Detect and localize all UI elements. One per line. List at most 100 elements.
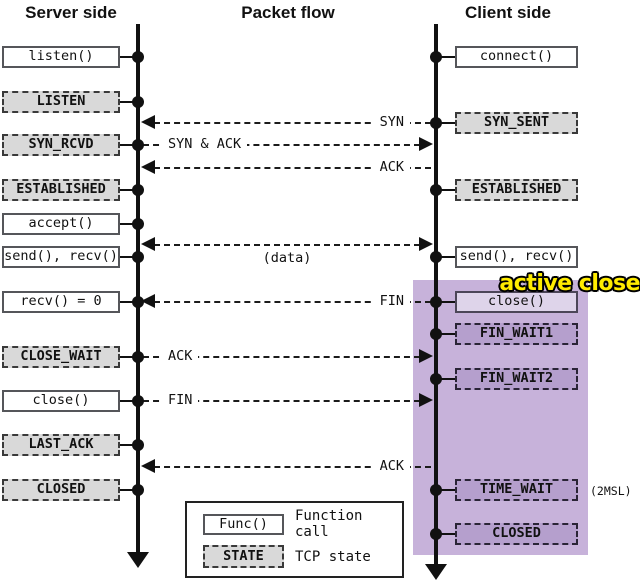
- packet-arrow-data-3-line: [154, 244, 420, 246]
- server-listen-connector: [118, 56, 138, 58]
- active-close-region: [413, 280, 588, 555]
- packet-arrow-syn-0-head-left-icon: [141, 115, 155, 129]
- legend-func-sample-box: Func(): [203, 514, 284, 535]
- client-connect-box: connect(): [455, 46, 578, 68]
- client-timeline: [434, 24, 438, 564]
- client-fin-wait1-box: FIN_WAIT1: [455, 323, 578, 345]
- packet-arrow-ack-7-line: [154, 466, 431, 468]
- server-established-connector: [118, 189, 138, 191]
- active-close-label: active close: [499, 271, 640, 296]
- server-closed-connector: [118, 489, 138, 491]
- server-listen-box: LISTEN: [2, 91, 120, 113]
- client-send-recv-connector: [436, 256, 455, 258]
- client-send-recv-box: send(), recv(): [455, 246, 578, 268]
- server-syn-rcvd-box: SYN_RCVD: [2, 134, 120, 156]
- server-listen-connector: [118, 101, 138, 103]
- packet-arrow-fin-4-head-left-icon: [141, 294, 155, 308]
- server-send-recv-connector: [118, 256, 138, 258]
- packet-arrow-fin-4-label: FIN: [373, 293, 410, 309]
- packet-arrow-data-3-head-right-icon: [419, 237, 433, 251]
- client-fin-wait2-box: FIN_WAIT2: [455, 368, 578, 390]
- server-listen-dot: [132, 51, 144, 63]
- server-recv-0-box: recv() = 0: [2, 291, 120, 313]
- packet-arrow-data-3-head-left-icon: [141, 237, 155, 251]
- server-side-header: Server side: [25, 3, 117, 22]
- server-accept-box: accept(): [2, 213, 120, 235]
- packet-arrow-syn-ack-1-label: SYN & ACK: [162, 136, 248, 152]
- server-listen-dot: [132, 96, 144, 108]
- server-syn-rcvd-connector: [118, 144, 138, 146]
- client-close-connector: [436, 301, 455, 303]
- client-connect-connector: [436, 56, 455, 58]
- packet-arrow-fin-4-line: [154, 301, 431, 303]
- client-time-wait-dot: [430, 484, 442, 496]
- server-close-wait-dot: [132, 351, 144, 363]
- packet-arrow-ack-2-label: ACK: [373, 159, 410, 175]
- client-fin-wait1-connector: [436, 333, 455, 335]
- server-close-wait-connector: [118, 356, 138, 358]
- client-syn-sent-connector: [436, 122, 455, 124]
- client-closed-box: CLOSED: [455, 523, 578, 545]
- packet-arrow-fin-6-label: FIN: [162, 392, 199, 408]
- legend-state-description: TCP state: [295, 549, 371, 565]
- client-fin-wait1-dot: [430, 328, 442, 340]
- client-established-connector: [436, 189, 455, 191]
- legend-func-description: Function call: [295, 508, 363, 540]
- client-closed-dot: [430, 528, 442, 540]
- client-established-dot: [430, 184, 442, 196]
- server-accept-dot: [132, 218, 144, 230]
- packet-arrow-data-3-label: (data): [262, 250, 312, 266]
- client-syn-sent-box: SYN_SENT: [455, 112, 578, 134]
- server-syn-rcvd-dot: [132, 139, 144, 151]
- time-wait-2msl-note: (2MSL): [590, 484, 632, 498]
- server-established-box: ESTABLISHED: [2, 179, 120, 201]
- server-closed-box: CLOSED: [2, 479, 120, 501]
- client-time-wait-box: TIME_WAIT: [455, 479, 578, 501]
- server-listen-box: listen(): [2, 46, 120, 68]
- client-send-recv-dot: [430, 251, 442, 263]
- client-fin-wait2-connector: [436, 378, 455, 380]
- packet-arrow-syn-0-line: [154, 122, 431, 124]
- server-accept-connector: [118, 223, 138, 225]
- client-fin-wait2-dot: [430, 373, 442, 385]
- server-closed-dot: [132, 484, 144, 496]
- client-established-box: ESTABLISHED: [455, 179, 578, 201]
- server-send-recv-dot: [132, 251, 144, 263]
- packet-arrow-fin-6-line: [143, 400, 420, 402]
- packet-arrow-ack-7-label: ACK: [373, 458, 410, 474]
- packet-arrow-ack-5-line: [143, 356, 420, 358]
- packet-arrow-ack-2-head-left-icon: [141, 160, 155, 174]
- legend: Func() Function call STATE TCP state: [185, 501, 404, 578]
- client-timeline-arrowhead-icon: [425, 564, 447, 580]
- server-close-wait-box: CLOSE_WAIT: [2, 346, 120, 368]
- server-established-dot: [132, 184, 144, 196]
- server-close-box: close(): [2, 390, 120, 412]
- client-syn-sent-dot: [430, 117, 442, 129]
- packet-arrow-ack-5-label: ACK: [162, 348, 199, 364]
- packet-arrow-syn-ack-1-line: [143, 144, 420, 146]
- legend-state-sample-box: STATE: [203, 545, 284, 568]
- server-timeline: [136, 24, 140, 552]
- server-recv-0-connector: [118, 301, 138, 303]
- packet-arrow-ack-7-head-left-icon: [141, 459, 155, 473]
- server-last-ack-connector: [118, 444, 138, 446]
- packet-arrow-ack-2-line: [154, 167, 431, 169]
- server-recv-0-dot: [132, 296, 144, 308]
- server-last-ack-box: LAST_ACK: [2, 434, 120, 456]
- server-timeline-arrowhead-icon: [127, 552, 149, 568]
- packet-arrow-ack-5-head-right-icon: [419, 349, 433, 363]
- client-connect-dot: [430, 51, 442, 63]
- client-close-dot: [430, 296, 442, 308]
- packet-arrow-syn-ack-1-head-right-icon: [419, 137, 433, 151]
- client-closed-connector: [436, 533, 455, 535]
- packet-arrow-syn-0-label: SYN: [373, 114, 410, 130]
- server-send-recv-box: send(), recv(): [2, 246, 120, 268]
- packet-flow-header: Packet flow: [241, 3, 335, 22]
- client-close-box: close(): [455, 291, 578, 313]
- packet-arrow-fin-6-head-right-icon: [419, 393, 433, 407]
- server-close-dot: [132, 395, 144, 407]
- client-side-header: Client side: [465, 3, 551, 22]
- server-close-connector: [118, 400, 138, 402]
- server-last-ack-dot: [132, 439, 144, 451]
